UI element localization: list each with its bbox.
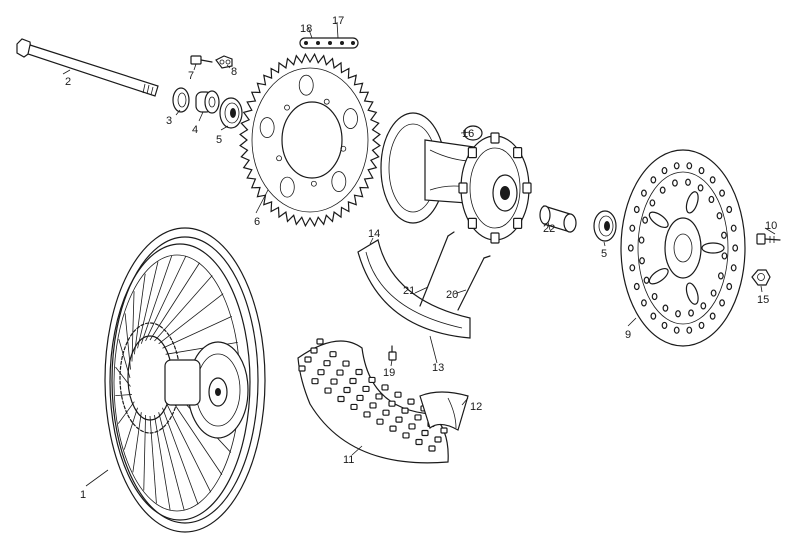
assembled-rear-wheel xyxy=(104,227,266,533)
callout-6: 6 xyxy=(254,216,260,228)
callout-11: 11 xyxy=(343,454,354,466)
callout-12: 12 xyxy=(470,401,482,413)
rear-sprocket xyxy=(239,52,381,228)
callout-19: 19 xyxy=(383,367,395,379)
inner-tube xyxy=(419,391,469,431)
callout-2: 2 xyxy=(65,76,71,88)
callout-16: 16 xyxy=(462,128,474,140)
callout-22: 22 xyxy=(543,223,555,235)
sprocket-bolt xyxy=(190,55,213,65)
oil-seal xyxy=(172,87,190,113)
hub-spacer-tube xyxy=(539,205,577,233)
spoke-long xyxy=(419,231,455,307)
callout-labels: 1 2 3 4 5 5 6 7 8 9 10 11 12 13 14 15 16… xyxy=(65,15,777,501)
knobby-tyre xyxy=(297,338,454,464)
disc-bolt xyxy=(756,233,781,245)
spoke-short xyxy=(457,255,491,311)
callout-8: 8 xyxy=(231,66,237,78)
callout-9: 9 xyxy=(625,329,631,341)
callout-10: 10 xyxy=(765,220,777,232)
callout-21: 21 xyxy=(403,285,415,297)
rim-tape xyxy=(357,239,471,339)
rear-axle xyxy=(16,38,159,97)
callout-17: 17 xyxy=(332,15,344,27)
callout-13: 13 xyxy=(432,362,444,374)
callout-7: 7 xyxy=(188,70,194,82)
lock-washer-tab xyxy=(215,55,233,69)
wheel-bearing-right xyxy=(593,210,617,242)
rear-wheel-hub xyxy=(380,112,532,244)
callout-18: 18 xyxy=(300,23,312,35)
spoke-nipple xyxy=(388,345,397,361)
callout-5-left: 5 xyxy=(216,134,222,146)
brake-disc xyxy=(620,149,746,347)
drive-chain-link xyxy=(299,37,359,49)
leader-lines xyxy=(62,21,776,487)
wheel-bearing-left xyxy=(219,97,243,129)
callout-15: 15 xyxy=(757,294,769,306)
callout-14: 14 xyxy=(368,228,380,240)
axle-nut xyxy=(751,269,771,286)
callout-20: 20 xyxy=(446,289,458,301)
callout-5-right: 5 xyxy=(601,248,607,260)
callout-1: 1 xyxy=(80,489,86,501)
spacer-bushing xyxy=(195,90,220,114)
callout-3: 3 xyxy=(166,115,172,127)
callout-4: 4 xyxy=(192,124,198,136)
